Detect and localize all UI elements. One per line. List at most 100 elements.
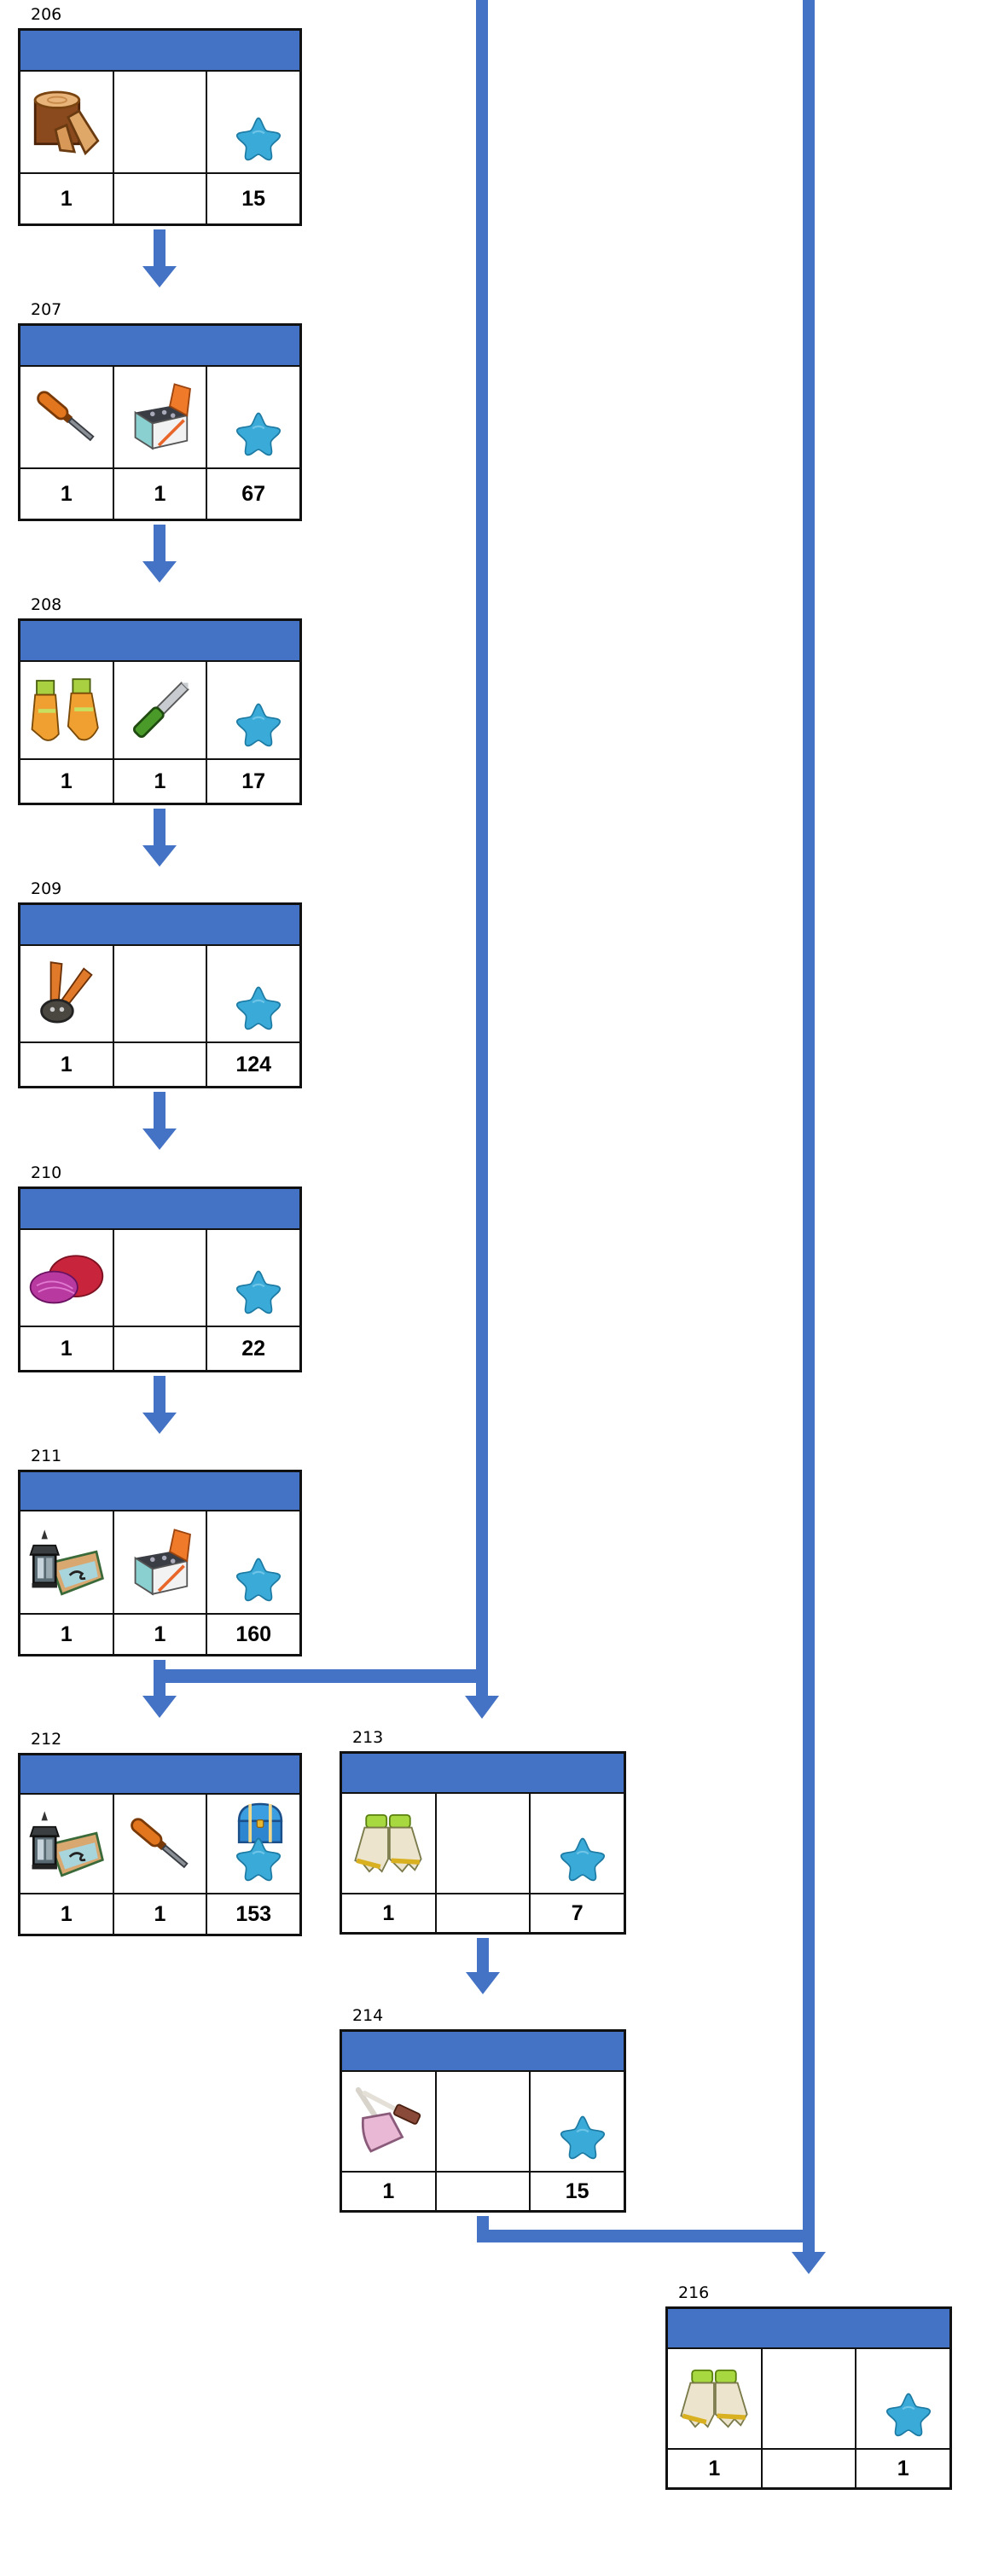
- step-card-212: 1 1 153: [18, 1753, 302, 1936]
- count-cell: 1: [114, 1615, 208, 1654]
- requirement-cell: [20, 662, 114, 758]
- arrow-down-icon: [142, 845, 177, 867]
- count-cell: [437, 1894, 531, 1932]
- card-header: [342, 2032, 624, 2072]
- item-icons-row: [20, 662, 299, 760]
- requirement-cell: [668, 2349, 763, 2448]
- step-card-207: 1 1 67: [18, 323, 302, 521]
- garden-gloves-icon: [680, 2369, 748, 2428]
- requirement-cell: [437, 2072, 531, 2171]
- item-quantity: 1: [60, 481, 73, 506]
- star-icon: [560, 1837, 605, 1882]
- reward-cell: [207, 1230, 299, 1326]
- count-cell: 1: [856, 2450, 949, 2487]
- arrow-down-icon: [466, 1972, 500, 1994]
- arrow-down-icon: [792, 2252, 826, 2274]
- step-card-209: 1 124: [18, 902, 302, 1088]
- lantern-kit-icon: [29, 1529, 104, 1596]
- reward-amount: 153: [235, 1901, 272, 1926]
- long-connector-line: [476, 0, 488, 1697]
- reward-amount: 124: [235, 1052, 272, 1076]
- count-cell: 1: [20, 174, 114, 223]
- reward-cell: [531, 1794, 624, 1893]
- count-cell: 1: [20, 469, 114, 519]
- knife-icon: [132, 681, 189, 738]
- arrow-down-icon: [142, 266, 177, 287]
- merge-connector: [477, 2230, 815, 2242]
- count-cell: 1: [20, 1615, 114, 1654]
- item-quantity: 1: [154, 1622, 166, 1646]
- step-number: 209: [31, 879, 62, 898]
- reward-amount: 15: [241, 186, 266, 211]
- item-quantity: 1: [60, 1622, 73, 1646]
- arrow-shaft: [477, 1938, 489, 1973]
- lantern-kit-icon: [29, 1810, 104, 1877]
- count-cell: 1: [114, 1894, 208, 1934]
- step-number: 212: [31, 1730, 62, 1749]
- item-icons-row: [20, 1511, 299, 1615]
- card-header: [20, 1755, 299, 1795]
- arrow-down-icon: [142, 561, 177, 583]
- requirement-cell: [763, 2349, 857, 2448]
- requirement-cell: [20, 1795, 114, 1893]
- item-quantity: 1: [60, 1052, 73, 1076]
- count-cell: 1: [20, 1043, 114, 1086]
- reward-cell: [856, 2349, 949, 2448]
- card-header: [20, 905, 299, 946]
- nails-box-icon: [134, 383, 191, 450]
- star-icon: [236, 986, 282, 1030]
- reward-cell: [207, 662, 299, 758]
- requirement-cell: [114, 1230, 208, 1326]
- reward-amount: 22: [241, 1336, 266, 1361]
- count-cell: [763, 2450, 857, 2487]
- requirement-cell: [114, 72, 208, 172]
- item-quantity: 1: [60, 1901, 73, 1926]
- count-cell: [437, 2173, 531, 2210]
- reward-amount: 67: [241, 481, 266, 506]
- count-cell: 160: [207, 1615, 299, 1654]
- reward-amount: 160: [235, 1622, 272, 1646]
- count-cell: [114, 174, 208, 223]
- requirement-cell: [20, 72, 114, 172]
- item-quantity: 1: [154, 481, 166, 506]
- item-quantity: 1: [382, 2179, 395, 2203]
- star-icon: [236, 1270, 282, 1314]
- count-cell: 1: [342, 2173, 437, 2210]
- count-cell: [114, 1043, 208, 1086]
- star-icon: [236, 703, 282, 747]
- count-cell: 7: [531, 1894, 624, 1932]
- count-cell: 1: [114, 760, 208, 803]
- star-icon: [236, 117, 282, 161]
- item-quantity: 1: [60, 186, 73, 211]
- step-card-211: 1 1 160: [18, 1470, 302, 1656]
- requirement-cell: [20, 1230, 114, 1326]
- item-counts-row: 1 15: [20, 174, 299, 223]
- nails-box-icon: [134, 1528, 191, 1595]
- requirement-cell: [20, 1511, 114, 1613]
- requirement-cell: [437, 1794, 531, 1893]
- card-header: [342, 1754, 624, 1794]
- arrow-down-icon: [465, 1696, 499, 1719]
- item-counts-row: 1 1 153: [20, 1894, 299, 1934]
- reward-cell: [207, 946, 299, 1041]
- requirement-cell: [114, 946, 208, 1041]
- item-quantity: 1: [382, 1900, 395, 1925]
- card-header: [20, 1189, 299, 1230]
- long-connector-line: [803, 0, 815, 2253]
- step-card-206: 1 15: [18, 28, 302, 226]
- item-icons-row: [668, 2349, 949, 2450]
- wire-cutters-icon: [40, 961, 93, 1024]
- arrow-shaft: [154, 1376, 165, 1413]
- card-header: [668, 2309, 949, 2349]
- step-number: 214: [352, 2006, 384, 2025]
- count-cell: 1: [342, 1894, 437, 1932]
- reward-cell: [207, 72, 299, 172]
- dustpan-brush-icon: [356, 2086, 421, 2153]
